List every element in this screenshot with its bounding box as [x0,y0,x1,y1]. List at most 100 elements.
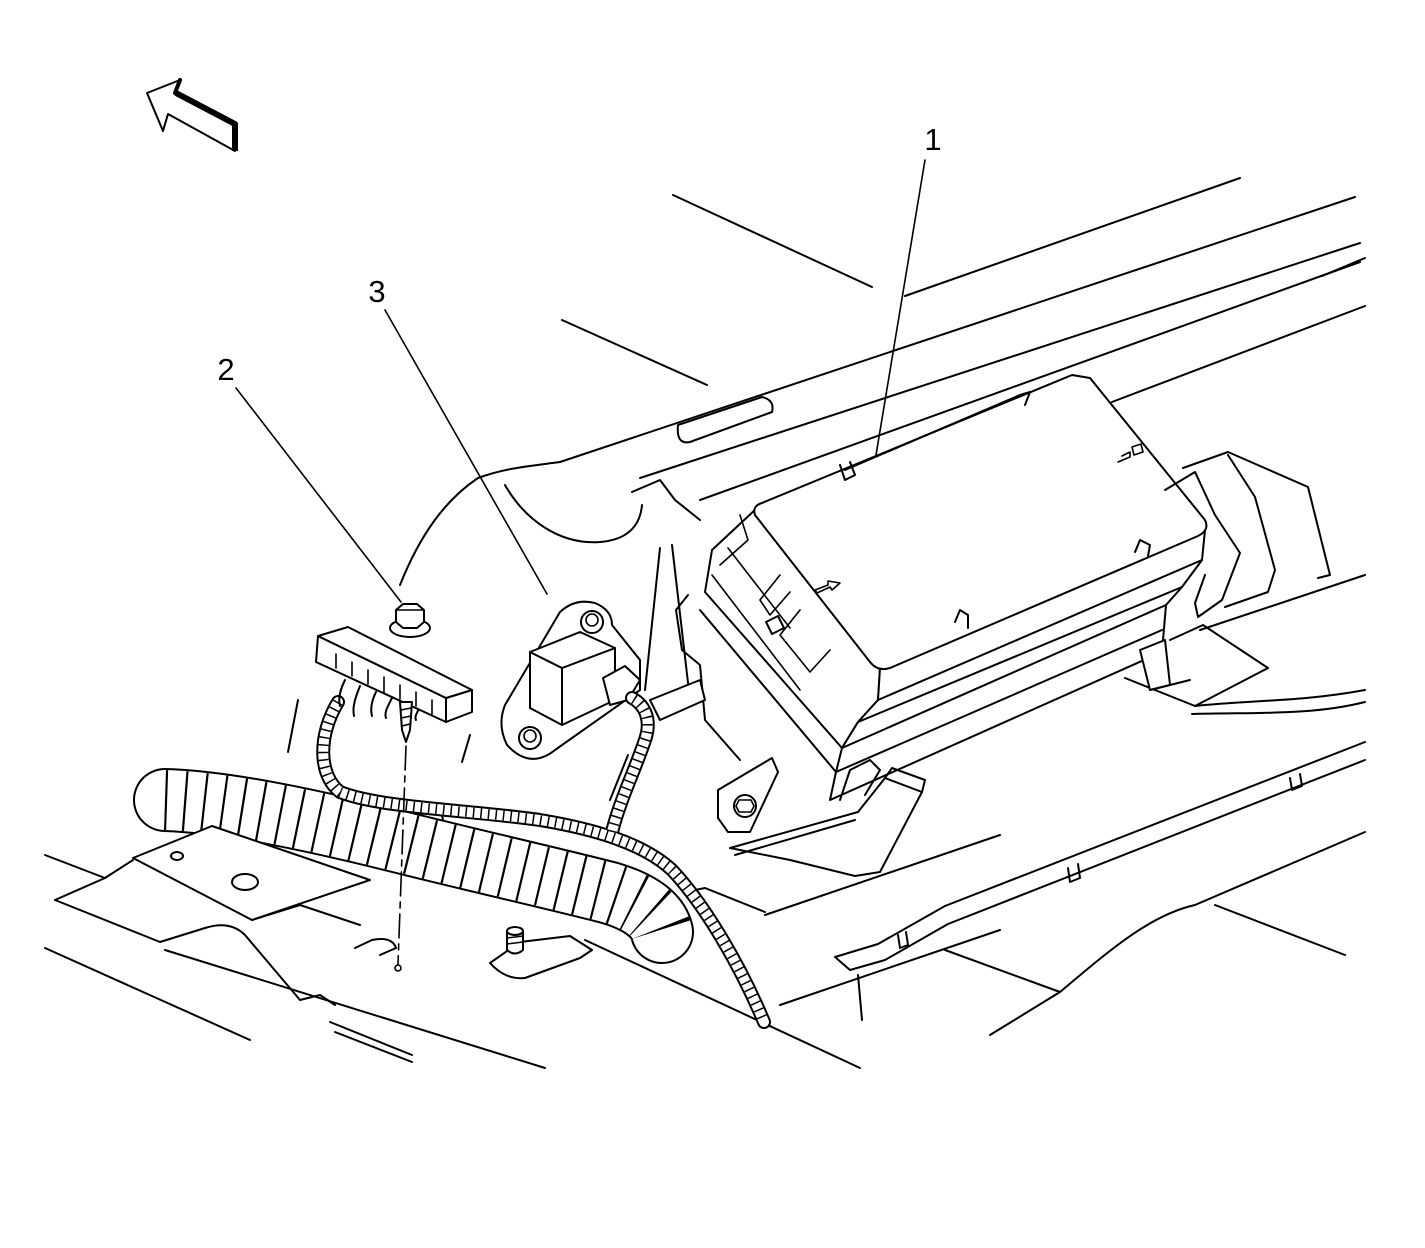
rail-upper [834,741,1366,958]
dash-phantom-line [904,177,1241,297]
console-vertical-edge [671,544,691,701]
rail-notch [1067,863,1081,883]
connector-assembly [315,603,473,972]
connector-wire [352,685,361,717]
module-strip-line [841,604,1167,749]
connector-wire [338,679,346,707]
rail-end [834,956,851,971]
callout-leader-3 [384,309,548,595]
floor-ledge [779,929,1001,1006]
rail-notch [1289,773,1303,791]
console-side-curve [287,699,299,753]
callout-label-1: 1 [924,122,941,157]
module-connector-edge [779,609,831,673]
module-connector-edge [711,574,801,691]
tray-left-rail [675,594,741,761]
floor-bracket-plate [132,825,371,921]
floor-curve [989,831,1366,1036]
floor-ledge [764,834,1001,916]
callout-label-3: 3 [368,274,385,309]
sensor-bolt-lower-head [523,729,537,743]
dash-phantom-line [672,194,873,288]
floor-line [329,1021,413,1056]
floor-line [334,1031,413,1063]
console-right-line [1321,257,1366,277]
module-strip-line [857,586,1183,723]
console-side-line [461,734,471,763]
module-clamp-bar [844,391,1031,471]
floor-line [944,949,1061,993]
installation-center-line [397,745,407,965]
sensor-assembly [500,600,641,760]
ground-stud-assembly [489,926,593,980]
tray-flange [649,679,706,721]
module-rear-cover [1224,454,1276,608]
floor-bracket-hole-small [170,851,184,861]
module-front-tray [729,777,923,877]
module-bolt-hex [735,799,755,813]
console-nose-curve [504,484,643,544]
forward-arrow-icon [1117,443,1144,463]
module-front-face [829,529,1206,801]
module-strip-line [877,559,1203,701]
floor-outline [44,574,1366,1069]
forward-arrow-icon [814,580,841,594]
console-right-line [1111,305,1366,403]
direction-arrow-shade [173,78,182,95]
floor-plate-edge [54,859,134,901]
sensor-wiring [316,691,771,1029]
rail-lower [849,759,1366,971]
floor-bracket-hole-large [231,873,259,891]
floor-line [1214,904,1346,956]
module-bolt [733,794,757,818]
ground-stud-bracket [489,935,593,980]
module-strip-line [835,629,1163,773]
floor-bracket [132,825,371,921]
ground-stud-thread [506,935,524,945]
dash-phantom-line [561,319,708,386]
wire-ribs [318,699,769,1024]
callout-label-2: 2 [217,352,234,387]
module-latch [765,615,785,635]
floor-line [164,949,546,1069]
console-vertical-edge [644,547,661,691]
floor-line [44,854,106,879]
module-connector-edge [719,514,749,566]
floor-ledge [857,974,863,1021]
console-top-edge [639,242,1361,479]
connector-top-face [317,626,473,699]
direction-arrow-icon [146,78,238,152]
callout-1: 1 [875,122,942,456]
module-strip-line [699,609,837,773]
module-rear-cover [1182,451,1331,579]
floor-line [1199,574,1366,631]
wire-ribs [607,693,653,834]
rail-notch [897,931,909,949]
module-connector-edge [759,574,791,616]
connector-cavity [335,653,433,715]
harness-body [135,770,692,962]
floor-plate-edge [54,899,336,1006]
callout-leader-1 [875,159,926,456]
sensor-body-top [529,631,616,669]
console-vertical-edge [609,754,629,801]
rear-plate-curve [1194,689,1366,707]
floor-line [44,947,251,1041]
console-top-edge [477,196,1356,479]
sensor-bolt-upper-head [585,613,599,627]
console-top-edge [699,261,1361,501]
ground-stud-tip [506,926,524,936]
module-connector-edge [727,547,791,629]
main-wiring-harness [133,768,694,964]
connector-bolt-hex [395,603,425,629]
module-notch [1134,539,1151,557]
console-outline [287,177,1366,838]
module-front-tray-lip [734,819,856,856]
module-front-tray-lip [884,767,926,793]
direction-arrow-shade [174,90,238,151]
connector-fastener-thread [400,707,412,727]
module-foot-bracket [1149,679,1191,691]
console-end-bracket [631,479,701,521]
console-slot [676,396,774,444]
